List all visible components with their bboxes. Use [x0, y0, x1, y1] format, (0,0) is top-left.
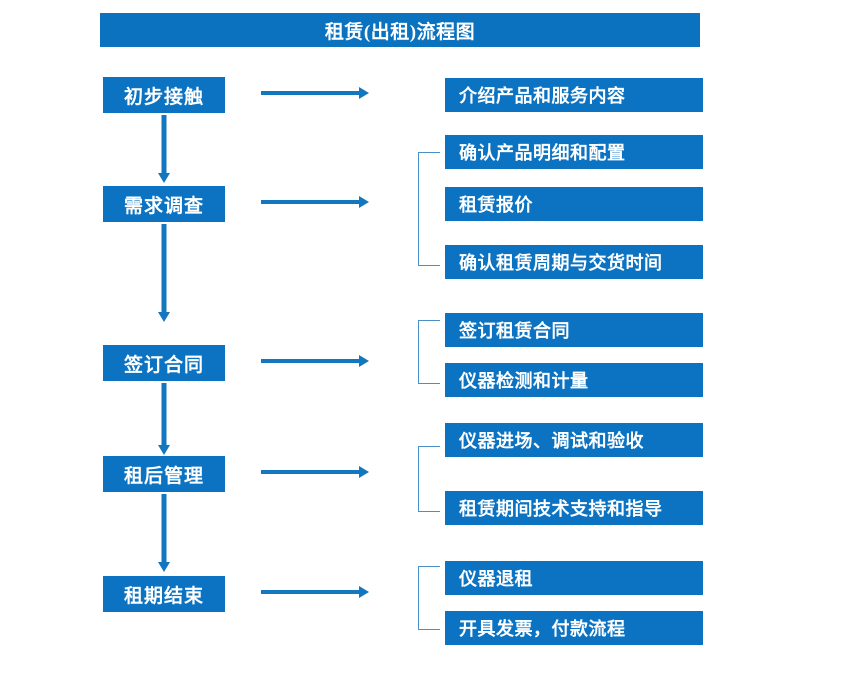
detail-box-2-1[interactable]: 确认产品明细和配置: [445, 135, 703, 169]
stage-box-4[interactable]: 租后管理: [103, 456, 225, 492]
right-arrow-icon-2: [261, 196, 369, 208]
page-title: 租赁(出租)流程图: [100, 13, 700, 47]
detail-box-5-1[interactable]: 仪器退租: [445, 561, 703, 595]
detail-box-5-2[interactable]: 开具发票，付款流程: [445, 611, 703, 645]
down-arrow-icon-2: [158, 224, 170, 322]
right-arrow-icon-1: [261, 87, 369, 99]
right-arrow-icon-3: [261, 355, 369, 367]
down-arrow-icon-4: [158, 494, 170, 572]
down-arrow-icon-1: [158, 115, 170, 183]
detail-box-3-2[interactable]: 仪器检测和计量: [445, 363, 703, 397]
stage-box-5[interactable]: 租期结束: [103, 576, 225, 612]
detail-box-1-1[interactable]: 介绍产品和服务内容: [445, 78, 703, 112]
detail-box-4-2[interactable]: 租赁期间技术支持和指导: [445, 491, 703, 525]
group-bracket-4: [418, 446, 440, 512]
group-bracket-2: [418, 152, 440, 266]
right-arrow-icon-5: [261, 586, 369, 598]
group-bracket-3: [418, 320, 440, 384]
detail-box-2-2[interactable]: 租赁报价: [445, 187, 703, 221]
detail-box-3-1[interactable]: 签订租赁合同: [445, 313, 703, 347]
stage-box-2[interactable]: 需求调查: [103, 186, 225, 222]
stage-box-1[interactable]: 初步接触: [103, 77, 225, 113]
detail-box-4-1[interactable]: 仪器进场、调试和验收: [445, 423, 703, 457]
down-arrow-icon-3: [158, 383, 170, 455]
right-arrow-icon-4: [261, 466, 369, 478]
stage-box-3[interactable]: 签订合同: [103, 345, 225, 381]
group-bracket-5: [418, 566, 440, 630]
detail-box-2-3[interactable]: 确认租赁周期与交货时间: [445, 245, 703, 279]
